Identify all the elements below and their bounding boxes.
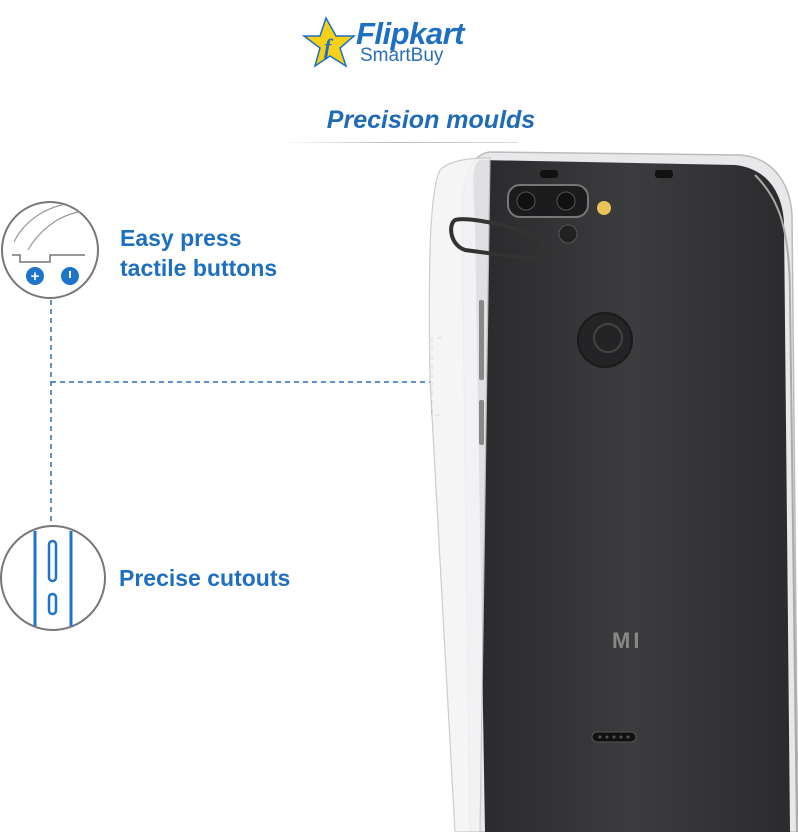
flipkart-star-icon: f: [301, 16, 357, 68]
feature-line: tactile buttons: [120, 255, 278, 281]
brand-sub: SmartBuy: [360, 45, 444, 66]
feature-tactile-buttons: Easy press tactile buttons: [120, 223, 277, 283]
button-press-icon: +: [1, 201, 99, 299]
feature-line: Precise cutouts: [119, 565, 291, 591]
side-cutout-icon: [0, 525, 106, 631]
feature-precise-cutouts: Precise cutouts: [119, 563, 290, 593]
connector-lines: [50, 300, 442, 526]
phone-with-case: [428, 151, 798, 832]
svg-text:f: f: [324, 34, 334, 59]
phone-brand-mark: MI: [612, 628, 643, 653]
svg-text:+: +: [31, 268, 40, 285]
feature-line: Easy press: [120, 225, 242, 251]
title-divider: [278, 142, 518, 143]
brand-name: Flipkart: [356, 16, 464, 51]
page-title: Precision moulds: [326, 106, 536, 134]
